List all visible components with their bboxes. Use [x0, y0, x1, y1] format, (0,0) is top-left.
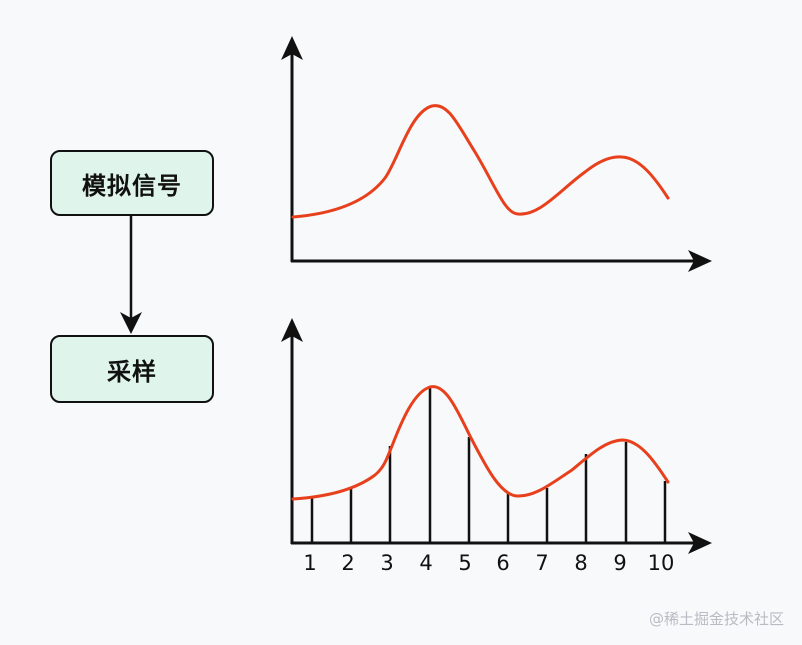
sampled-signal-chart: 1 2 3 4 5 6 7 8 9 10 [281, 318, 712, 575]
analog-curve [291, 104, 670, 219]
x-tick-label: 1 [303, 551, 316, 575]
sampled-curve [291, 385, 670, 501]
arrow-right-icon [688, 250, 712, 272]
x-tick-label: 3 [380, 551, 393, 575]
x-axis [291, 250, 712, 272]
arrow-down-icon [120, 312, 142, 334]
arrow-up-icon [281, 318, 303, 342]
watermark: @稀土掘金技术社区 [648, 610, 784, 628]
arrow-right-icon [688, 532, 712, 554]
x-tick-label: 2 [341, 551, 354, 575]
sampling-label: 采样 [107, 357, 157, 386]
x-tick-labels: 1 2 3 4 5 6 7 8 9 10 [303, 551, 674, 575]
x-tick-label: 7 [535, 551, 548, 575]
x-tick-label: 8 [574, 551, 587, 575]
x-tick-label: 10 [648, 551, 675, 575]
arrow-up-icon [281, 36, 303, 60]
y-axis [281, 36, 303, 262]
x-tick-label: 5 [458, 551, 471, 575]
analog-signal-label: 模拟信号 [82, 171, 182, 200]
sample-lines [310, 388, 667, 543]
analog-signal-node: 模拟信号 [50, 150, 214, 216]
x-tick-label: 4 [419, 551, 432, 575]
y-axis [281, 318, 303, 544]
x-axis [291, 532, 712, 554]
x-tick-label: 9 [613, 551, 626, 575]
flow-arrow [120, 216, 142, 334]
x-tick-label: 6 [496, 551, 509, 575]
analog-signal-chart [281, 36, 712, 272]
sampling-node: 采样 [50, 335, 214, 403]
